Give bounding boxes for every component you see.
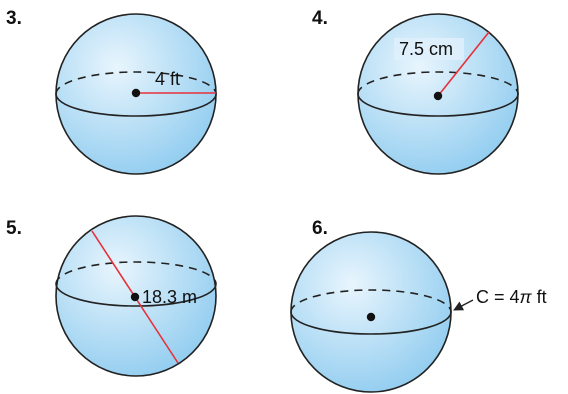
problem-number: 3. xyxy=(6,8,22,29)
sphere xyxy=(290,231,452,393)
center-point xyxy=(130,292,140,302)
equator-back xyxy=(55,261,217,285)
equator-front xyxy=(290,311,452,335)
problem-4: 4. 7.5 cm xyxy=(312,8,519,175)
problem-number: 4. xyxy=(312,8,328,29)
measure-label: 7.5 cm xyxy=(399,39,453,59)
equator-front xyxy=(357,93,519,117)
problem-5: 5. 18.3 m xyxy=(6,215,217,377)
equator-front xyxy=(55,283,217,307)
equator-back xyxy=(357,71,519,95)
pi-symbol: π xyxy=(520,287,533,307)
measure-suffix: ft xyxy=(532,287,547,307)
equator-back xyxy=(290,289,452,313)
label-backdrop xyxy=(394,38,464,60)
measure-label: C = 4π ft xyxy=(476,287,547,307)
center-point xyxy=(131,88,141,98)
center-point xyxy=(433,91,443,101)
equator-front xyxy=(55,93,217,117)
center-point xyxy=(366,312,376,322)
problem-6: 6. C = 4π ft xyxy=(290,218,547,393)
problem-3: 3. 4 ft xyxy=(6,8,217,175)
measure-label: 4 ft xyxy=(155,69,180,89)
measure-label: 18.3 m xyxy=(142,287,197,307)
arrow-icon xyxy=(453,299,474,311)
measure-prefix: C = 4 xyxy=(476,287,520,307)
problem-number: 6. xyxy=(312,218,328,239)
problem-number: 5. xyxy=(6,218,22,239)
equator-back xyxy=(55,71,217,95)
radius-segment xyxy=(437,31,490,97)
